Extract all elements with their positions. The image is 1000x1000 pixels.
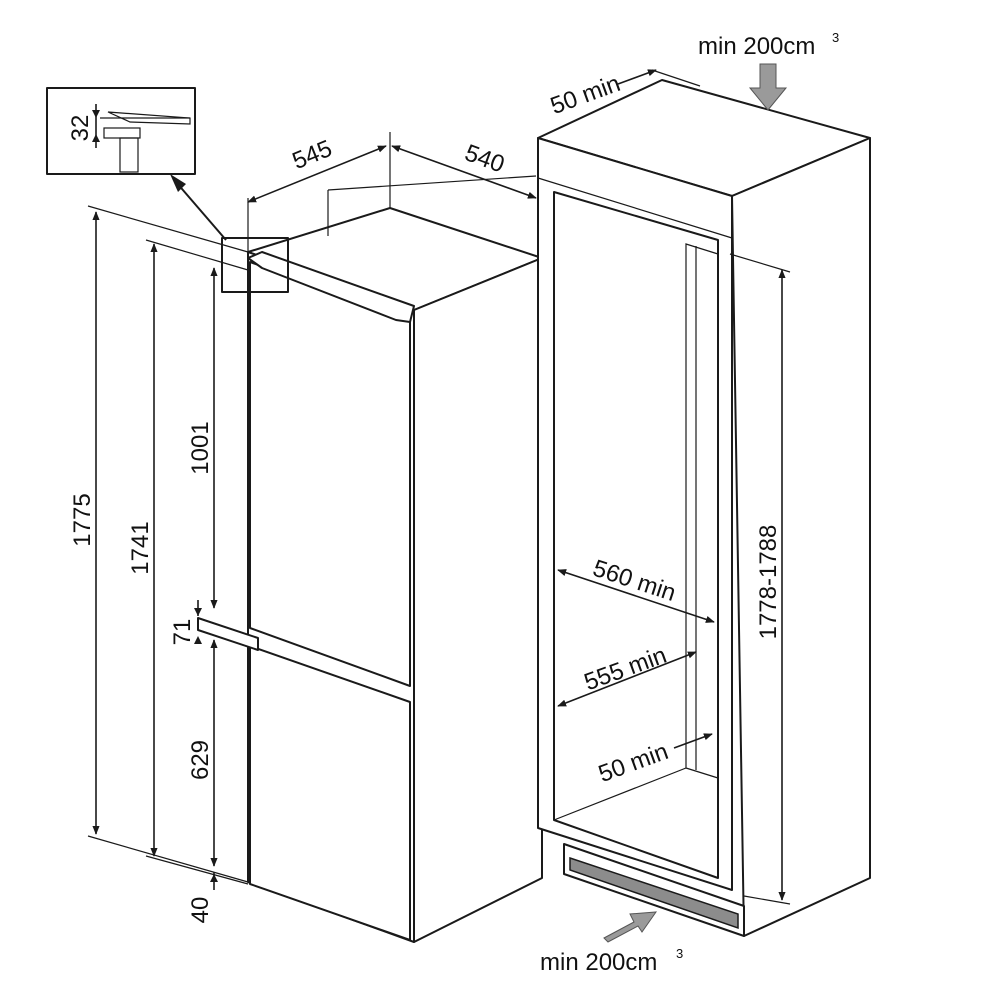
detail-box — [46, 87, 196, 175]
width-dimension-line — [247, 145, 387, 203]
depth-label: 540 — [461, 139, 508, 178]
vent-back-line — [673, 733, 713, 749]
niche-cabinet — [537, 69, 871, 937]
door-height-label: 1741 — [127, 521, 154, 574]
vent-top-line — [617, 69, 657, 85]
bottom-vent-superscript: 3 — [676, 946, 683, 961]
fridge-side-face — [413, 257, 543, 943]
upper-door — [249, 261, 411, 687]
depth-guide-line-top — [327, 175, 537, 191]
bottom-airflow-arrow — [603, 911, 658, 943]
niche-width-line — [557, 569, 715, 623]
bottom-vent-callout: min 200cm 3 — [540, 911, 683, 976]
fridge-body — [197, 175, 543, 943]
total-height-label: 1775 — [69, 493, 96, 546]
lower-door — [249, 645, 411, 941]
upper-door-label: 1001 — [187, 421, 214, 474]
top-vent-callout: min 200cm 3 — [698, 30, 839, 111]
top-vent-label: min 200cm — [698, 33, 815, 60]
niche-height-label: 1778-1788 — [755, 525, 782, 640]
vertical-dimensions: 1775 1741 1001 71 629 40 — [69, 205, 249, 924]
bottom-vent-label: min 200cm — [540, 949, 657, 976]
top-trim-rail — [247, 251, 415, 323]
detail-callout: 32 — [46, 87, 289, 293]
detail-gap-label: 32 — [67, 115, 94, 142]
door-gap-strip — [197, 617, 259, 651]
top-vent-superscript: 3 — [832, 30, 839, 45]
top-airflow-arrow — [748, 63, 788, 111]
bottom-vent-grille — [569, 856, 739, 930]
niche-opening — [553, 191, 719, 879]
gap-label: 71 — [169, 619, 196, 646]
depth-dimension-line — [391, 145, 537, 199]
bottom-label: 40 — [187, 897, 214, 924]
detail-marker-box — [221, 237, 289, 293]
niche-side-face — [731, 137, 871, 937]
niche-depth-line — [557, 651, 697, 707]
detail-pointer-arrow — [175, 181, 227, 241]
lower-door-label: 629 — [187, 740, 214, 780]
